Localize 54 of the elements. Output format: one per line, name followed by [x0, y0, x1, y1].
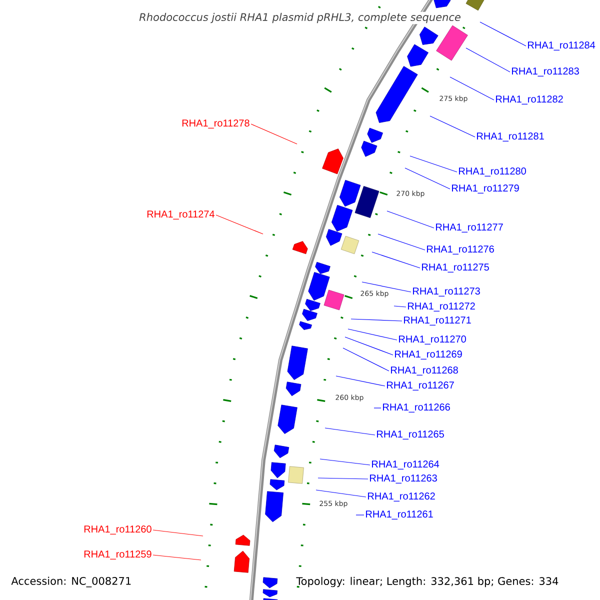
leader-line	[372, 252, 420, 268]
leader-line	[250, 124, 298, 144]
info-text: Accession: NC_008271	[11, 576, 131, 588]
gene-label: RHA1_ro11276	[427, 246, 494, 254]
gene-label: RHA1_ro11277	[436, 224, 503, 232]
leader-line	[336, 376, 386, 386]
leader-line	[342, 348, 390, 372]
gene-label: RHA1_ro11259	[84, 550, 152, 560]
gene-label: RHA1_ro11263	[370, 474, 437, 484]
leader-line	[318, 478, 368, 480]
gene-label: RHA1_ro11269	[395, 350, 462, 360]
leader-line	[362, 282, 412, 292]
gene-label: RHA1_ro11265	[377, 430, 444, 440]
leader-line	[356, 514, 364, 516]
gene-label: RHA1_ro11275	[422, 264, 489, 272]
leader-line	[394, 306, 406, 308]
gene-label: RHA1_ro11281	[477, 132, 544, 142]
leader-line	[350, 318, 402, 322]
gene-label: RHA1_ro11262	[368, 492, 435, 502]
leader-line	[216, 214, 264, 234]
leader-line	[152, 554, 202, 560]
leader-line	[378, 234, 426, 250]
gene-label: RHA1_ro11273	[413, 288, 480, 296]
gene-label: RHA1_ro11266	[383, 404, 450, 412]
leader-line	[480, 22, 526, 46]
gene-label: RHA1_ro11270	[399, 336, 466, 344]
leader-line	[316, 490, 366, 498]
gene-label: RHA1_ro11260	[84, 526, 152, 534]
leader-line	[152, 530, 204, 536]
gene-label: RHA1_ro11280	[459, 168, 526, 176]
gene-label: RHA1_ro11282	[496, 96, 563, 104]
gene-label: RHA1_ro11279	[452, 184, 519, 194]
leader-line	[348, 328, 398, 340]
gene-label: RHA1_ro11284	[528, 42, 596, 50]
leader-line	[344, 336, 394, 356]
leader-line	[324, 428, 376, 436]
gene-label: RHA1_ro11268	[391, 366, 458, 376]
gene-label: RHA1_ro11271	[404, 316, 471, 326]
leader-line	[410, 156, 458, 172]
gene-label: RHA1_ro11274	[147, 210, 214, 220]
leader-line	[386, 210, 434, 228]
gene-label: RHA1_ro11278	[182, 120, 250, 128]
gene-label: RHA1_ro11272	[408, 302, 475, 312]
title: Rhodococcus jostii RHA1 plasmid pRHL3, complete sequence	[138, 12, 462, 24]
leader-line	[320, 458, 370, 466]
gene-label: RHA1_ro11261	[366, 510, 433, 520]
leader-line	[404, 168, 450, 190]
gene-label: RHA1_ro11283	[512, 68, 579, 76]
leader-line	[450, 76, 494, 100]
leader-line	[430, 116, 476, 138]
leader-line	[466, 48, 510, 72]
gene-label: RHA1_ro11267	[387, 382, 454, 390]
gene-label: RHA1_ro11264	[372, 460, 440, 470]
info-text: Topology: linear; Length: 332,361 bp; Genes: 334	[296, 576, 558, 588]
